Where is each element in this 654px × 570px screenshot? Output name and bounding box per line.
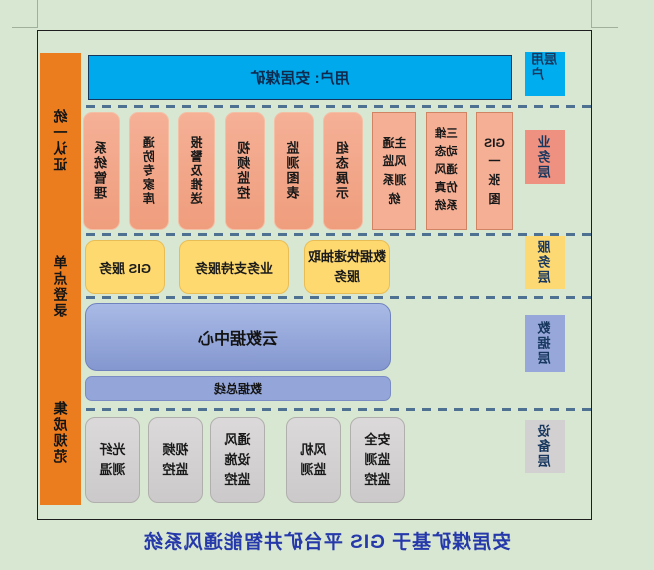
business-app-expert-database: 通防专家库 (129, 112, 170, 230)
integration-bar-sso: 单点登录 (52, 255, 69, 319)
device-video-monitoring: 视频 监控 (148, 417, 203, 503)
integration-bar: 统一认证 单点登录 集成规范 (40, 53, 81, 505)
business-app-scada-display: 组态展示 (323, 112, 364, 230)
service-gis: GIS 服务 (85, 240, 165, 294)
business-app-monitoring-charts: 监测图表 (274, 112, 314, 230)
crop-mark-vertical-2 (591, 0, 592, 28)
service-business-support: 业务支持服务 (179, 240, 289, 294)
layer-label-data-text: 数据层 (537, 321, 553, 366)
service-data-extraction: 数据快速抽取 服务 (304, 240, 390, 294)
crop-mark-horizontal-2 (592, 27, 618, 28)
device-fan-monitoring: 风机 监测 (286, 417, 341, 503)
user-bar: 用户: 安居煤矿 (88, 55, 512, 100)
device-fiber-temperature: 光纤 测温 (85, 417, 140, 503)
layer-label-device-text: 设备层 (537, 424, 553, 469)
business-apps-row: GIS 一 张 图 三维 动态 通风 仿真 系统 主通 风监 测系 统 组态展示… (83, 112, 513, 230)
layer-separator-1 (85, 105, 591, 108)
data-bus-box: 数据总线 (85, 376, 391, 401)
layer-separator-2 (85, 233, 591, 236)
layer-label-data: 数据层 (525, 315, 565, 372)
layer-label-user-text: 用户层 (531, 52, 559, 82)
layer-label-user: 用户层 (525, 52, 565, 96)
business-app-system-management: 系统管理 (83, 112, 120, 230)
diagram-caption: 安居煤矿基于 GIS 平台矿井智能通风系统 (142, 532, 512, 553)
business-app-video-monitoring: 视频监控 (224, 112, 265, 230)
business-app-gis-one-map: GIS 一 张 图 (476, 112, 513, 230)
device-ventilation-facility-monitoring: 通风 设施 监控 (210, 417, 265, 503)
integration-bar-auth: 统一认证 (52, 109, 69, 173)
business-app-main-fan-monitoring: 主通 风监 测系 统 (372, 112, 417, 230)
user-bar-label: 用户: 安居煤矿 (250, 70, 350, 87)
layer-separator-4 (85, 408, 591, 411)
layer-label-business-text: 业务层 (537, 134, 553, 180)
layer-label-business: 业务层 (525, 130, 565, 184)
layer-separator-3 (85, 296, 591, 299)
layer-label-service-text: 服务层 (537, 240, 553, 285)
layer-label-service: 服务层 (525, 236, 565, 289)
layer-label-device: 设备层 (525, 420, 565, 473)
cloud-data-center-box: 云数据中心 (85, 303, 391, 371)
business-app-3d-ventilation-simulation: 三维 动态 通风 仿真 系统 (425, 112, 467, 230)
crop-mark-vertical-1 (37, 0, 38, 28)
crop-mark-horizontal-1 (12, 27, 38, 28)
integration-bar-spec: 集成规范 (52, 401, 69, 465)
business-app-alarm-push: 报警及推送 (178, 112, 216, 230)
device-safety-monitoring: 安全 监测 监控 (350, 417, 405, 503)
